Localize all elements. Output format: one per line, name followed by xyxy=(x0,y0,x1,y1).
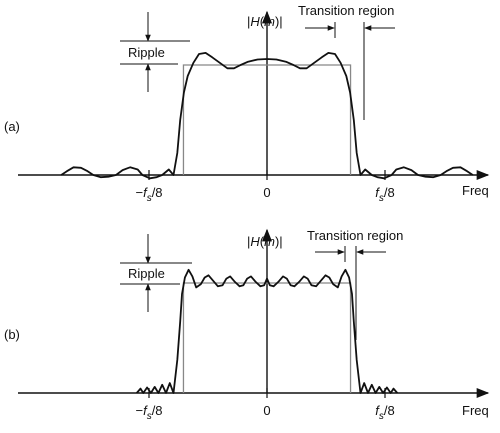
ripple-label: Ripple xyxy=(128,266,165,281)
actual-response xyxy=(136,268,398,394)
panel-a: (a) |H(m)| Freq −fs/8 0 fs/8 Ripple Transi… xyxy=(4,3,490,204)
transition-label: Transition region xyxy=(307,228,403,243)
y-axis-label: |H(m)| xyxy=(247,14,283,29)
ripple-annotation: Ripple xyxy=(120,234,192,312)
transition-label: Transition region xyxy=(298,3,394,18)
actual-response xyxy=(60,52,474,180)
x-tick-label: 0 xyxy=(263,185,270,200)
ideal-response xyxy=(182,282,352,393)
ripple-annotation: Ripple xyxy=(120,12,190,92)
ripple-label: Ripple xyxy=(128,45,165,60)
panel-b: (b) |H(m)| Freq −fs/8 0 fs/8 Ripple Transi… xyxy=(4,228,490,422)
panel-label: (b) xyxy=(4,327,20,342)
x-axis-label: Freq xyxy=(462,403,489,418)
transition-annotation: Transition region xyxy=(298,3,395,120)
ideal-response xyxy=(182,64,352,175)
x-tick-label: −fs/8 xyxy=(135,403,162,422)
x-tick-label: 0 xyxy=(263,403,270,418)
panel-label: (a) xyxy=(4,119,20,134)
y-axis-label: |H(m)| xyxy=(247,234,283,249)
x-tick-label: fs/8 xyxy=(375,403,394,422)
x-tick-label: −fs/8 xyxy=(135,185,162,204)
x-axis-label: Freq xyxy=(462,183,489,198)
x-tick-label: fs/8 xyxy=(375,185,394,204)
transition-annotation: Transition region xyxy=(307,228,403,340)
